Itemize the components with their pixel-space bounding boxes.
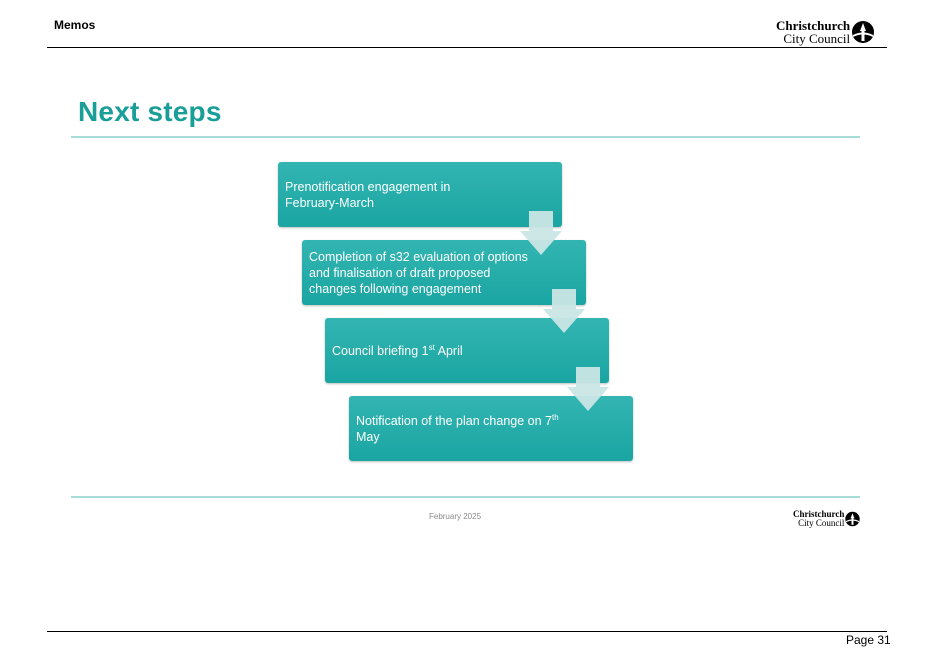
- footer-logo-line-2: City Council: [798, 518, 845, 528]
- step-4-text: Notification of the plan change on 7th M…: [356, 412, 559, 444]
- cathedral-icon: [845, 511, 861, 527]
- step-3-text: Council briefing 1st April: [332, 342, 463, 358]
- logo-line-2: City Council: [783, 31, 851, 46]
- council-logo: Christchurch City Council: [776, 19, 876, 45]
- step-1-text: Prenotification engagement in February-M…: [285, 179, 451, 210]
- step-2: Completion of s32 evaluation of options …: [302, 240, 586, 305]
- slide-footer-date: February 2025: [428, 512, 482, 521]
- slide-top-rule: [71, 136, 860, 138]
- slide-footer-logo: Christchurch City Council: [793, 510, 861, 528]
- step-2-text: Completion of s32 evaluation of options …: [309, 249, 528, 296]
- section-label: Memos: [54, 18, 96, 32]
- page-number: Page 31: [846, 633, 891, 647]
- footer-logo-line-1: Christchurch: [793, 509, 845, 519]
- header-divider: [47, 47, 887, 48]
- down-arrow-icon: [520, 211, 562, 255]
- cathedral-icon: [852, 21, 875, 43]
- down-arrow-icon: [543, 289, 585, 333]
- page-footer-divider: [47, 631, 887, 632]
- down-arrow-icon: [567, 367, 609, 411]
- step-1: Prenotification engagement in February-M…: [278, 162, 562, 227]
- slide-bottom-rule: [71, 496, 860, 498]
- slide-title: Next steps: [78, 96, 222, 127]
- logo-line-1: Christchurch: [776, 18, 851, 33]
